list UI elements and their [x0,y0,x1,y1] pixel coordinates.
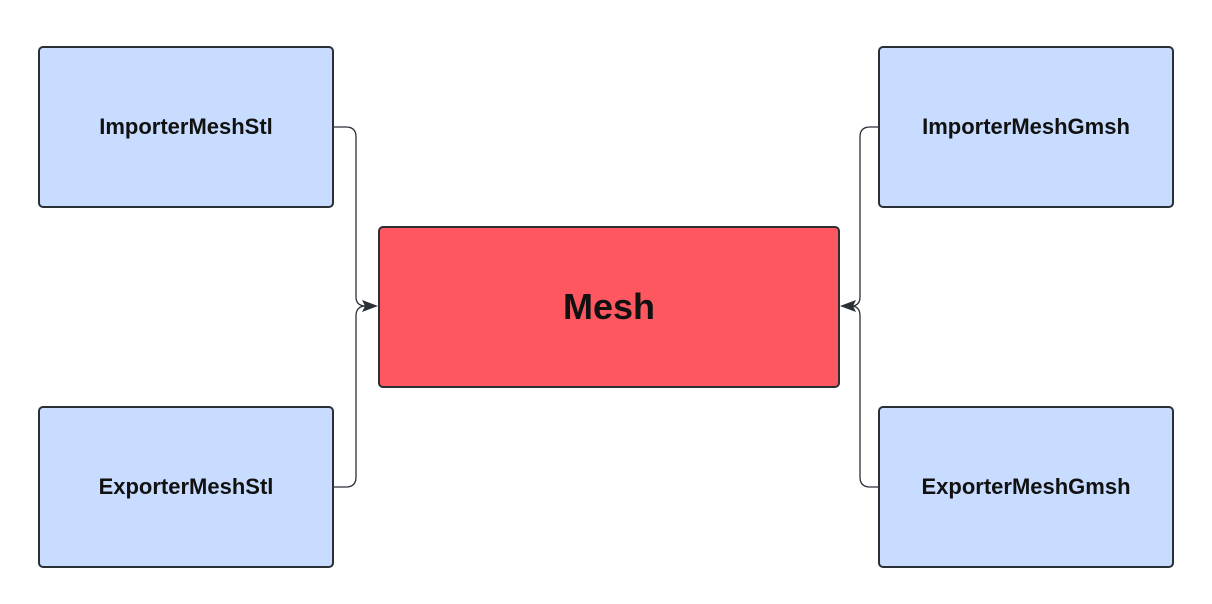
node-importer-mesh-stl[interactable]: ImporterMeshStl [38,46,334,208]
connector-lines [334,126,878,488]
node-label: ExporterMeshStl [98,474,274,499]
node-exporter-mesh-stl[interactable]: ExporterMeshStl [38,406,334,568]
edge-exporter-gmsh-to-mesh [846,305,878,488]
node-label: ExporterMeshGmsh [921,474,1131,499]
node-label: ImporterMeshGmsh [922,114,1130,139]
node-label: ImporterMeshStl [99,114,273,139]
arrowhead-right-icon [840,300,856,312]
arrowheads [362,300,856,312]
node-mesh[interactable]: Mesh [378,226,840,388]
arrowhead-left-icon [362,300,378,312]
edge-importer-stl-to-mesh [334,126,372,307]
edge-importer-gmsh-to-mesh [846,126,878,307]
node-importer-mesh-gmsh[interactable]: ImporterMeshGmsh [878,46,1174,208]
edge-exporter-stl-to-mesh [334,305,372,488]
node-exporter-mesh-gmsh[interactable]: ExporterMeshGmsh [878,406,1174,568]
node-label: Mesh [562,286,656,327]
